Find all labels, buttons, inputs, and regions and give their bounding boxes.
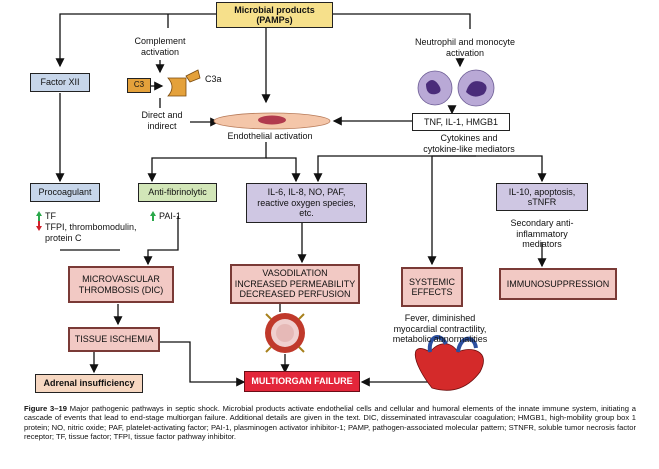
microbial-products-box: Microbial products (PAMPs) [216, 2, 333, 28]
tissue-ischemia-label: TISSUE ISCHEMIA [74, 334, 154, 345]
immunosuppression-box: IMMUNOSUPPRESSION [499, 268, 617, 300]
tnf-box: TNF, IL-1, HMGB1 [412, 113, 510, 131]
neutrophil-monocyte-icon [417, 69, 495, 107]
immunosuppression-label: IMMUNOSUPPRESSION [506, 278, 610, 289]
vasodilation-label: VASODILATION INCREASED PERMEABILITY DECR… [234, 268, 356, 300]
direct-indirect-label: Direct and indirect [141, 110, 183, 131]
systemic-effects-box: SYSTEMIC EFFECTS [401, 267, 463, 307]
microbial-products-label: Microbial products (PAMPs) [234, 4, 315, 26]
neutrophil-activation-label: Neutrophil and monocyte activation [414, 37, 516, 58]
secondary-mediators-label: Secondary anti-inflammatory mediators [510, 218, 574, 249]
il6-mediators-label: IL-6, IL-8, NO, PAF, reactive oxygen spe… [257, 187, 356, 219]
connector-arrows [36, 13, 547, 391]
vessel-icon [265, 313, 305, 353]
heart-icon [414, 335, 484, 391]
multiorgan-failure-label: MULTIORGAN FAILURE [251, 376, 353, 387]
factor-xii-box: Factor XII [30, 73, 90, 92]
anti-fibrinolytic-label: Anti-fibrinolytic [148, 187, 207, 198]
up-arrow-tf-icon [36, 211, 42, 221]
multiorgan-failure-box: MULTIORGAN FAILURE [244, 371, 360, 392]
procoagulant-box: Procoagulant [30, 183, 100, 202]
endothelial-cell-icon [213, 112, 331, 130]
up-arrow-pai1-icon [150, 211, 156, 221]
tissue-ischemia-box: TISSUE ISCHEMIA [68, 327, 160, 352]
fever-effects-label: Fever, diminished myocardial contractili… [392, 313, 488, 344]
microvascular-thrombosis-box: MICROVASCULAR THROMBOSIS (DIC) [68, 266, 174, 303]
anti-fibrinolytic-box: Anti-fibrinolytic [138, 183, 217, 202]
c3a-label: C3a [205, 74, 222, 84]
pai1-label: PAI-1 [159, 211, 181, 221]
factor-xii-label: Factor XII [40, 77, 80, 88]
c3-cleavage-icon [167, 69, 201, 97]
vasodilation-box: VASODILATION INCREASED PERMEABILITY DECR… [230, 264, 360, 304]
figure-number: Figure 3–19 [24, 404, 67, 413]
cytokines-label: Cytokines and cytokine-like mediators [423, 133, 515, 154]
tf-label: TF [45, 211, 56, 221]
il6-mediators-box: IL-6, IL-8, NO, PAF, reactive oxygen spe… [246, 183, 367, 223]
tnf-label: TNF, IL-1, HMGB1 [423, 116, 498, 127]
c3-label: C3 [133, 80, 145, 90]
systemic-effects-label: SYSTEMIC EFFECTS [408, 276, 455, 298]
down-arrow-tfpi-icon [36, 221, 42, 231]
tfpi-label: TFPI, thrombomodulin, protein C [45, 222, 137, 243]
figure-caption: Figure 3–19 Major pathogenic pathways in… [24, 404, 636, 441]
caption-text: Major pathogenic pathways in septic shoc… [24, 404, 636, 441]
microvascular-label: MICROVASCULAR THROMBOSIS (DIC) [78, 274, 164, 295]
c3-box: C3 [127, 78, 151, 93]
il10-box: IL-10, apoptosis, sTNFR [496, 183, 588, 211]
adrenal-label: Adrenal insufficiency [43, 378, 135, 389]
complement-activation-label: Complement activation [134, 36, 186, 57]
procoagulant-label: Procoagulant [38, 187, 92, 198]
adrenal-insufficiency-box: Adrenal insufficiency [35, 374, 143, 393]
il10-label: IL-10, apoptosis, sTNFR [508, 186, 576, 208]
endothelial-activation-label: Endothelial activation [227, 131, 313, 141]
